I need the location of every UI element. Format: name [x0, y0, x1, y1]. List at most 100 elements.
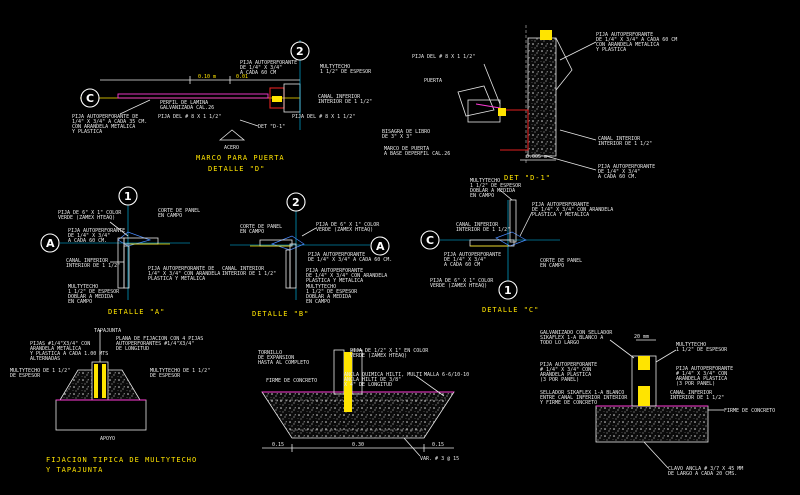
slab-concrete	[596, 406, 708, 442]
leader	[415, 375, 445, 397]
note-apoyo: APOYO	[100, 436, 115, 442]
note-tapajunta: TAPAJUNTA	[94, 328, 121, 334]
note-canal: CANAL INFERIOR INTERIOR DE 1 1/2"	[456, 222, 510, 233]
channel	[285, 249, 291, 289]
note-clavo: CLAVO ANCLA # 3/7 X 45 MM DE LARGO A CAD…	[668, 466, 746, 477]
note-marco: MARCO DE PUERTA A BASE DEPERFIL CAL.26	[384, 146, 450, 157]
det-b-title: DETALLE "B"	[252, 310, 309, 318]
channel-fill	[638, 356, 650, 370]
callout-c-label: C	[426, 234, 434, 247]
wall-flare	[555, 37, 573, 91]
note-canal: CANAL INTERIOR INTERIOR DE 1 1/2"	[222, 266, 276, 277]
note-corte: CORTE DE PANEL EN CAMPO	[158, 208, 203, 219]
dim-left: 0.15	[272, 442, 284, 448]
panel-left-outline	[59, 369, 92, 401]
note-pija-color: PIJA DE 6" X 1" COLOR VERDE (ZAMEX HTEAQ…	[430, 278, 496, 289]
note-varilla: VAR. # 3 @ 15	[420, 456, 459, 462]
fixing-detail: TAPAJUNTA PIJAS #1/4"X3/4" CON ARANDELA …	[10, 328, 213, 474]
note-pija-auto2: PIJA AUTOPERFORANTE # 1/4" X 3/4" CON AR…	[676, 366, 736, 387]
leader	[609, 339, 635, 359]
det-d1-title: DET "D-1"	[504, 174, 551, 182]
footing-concrete	[262, 392, 454, 438]
note-acero: ACERO	[224, 145, 239, 151]
dim-right: 0.15	[432, 442, 444, 448]
leader	[643, 441, 669, 469]
callout-a	[370, 236, 390, 256]
note-canal: CANAL INTERIOR INTERIOR DE 1 1/2"	[598, 136, 652, 147]
note-canal: CANAL INFERIOR INTERIOR DE 1 1/2"	[66, 258, 120, 269]
leader	[109, 221, 129, 237]
note-multy: MULTYTECHO 1 1/2" DE ESPESOR DOBLAR A ME…	[68, 284, 122, 305]
note-canal: CANAL INFERIOR INTERIOR DE 1 1/2"	[670, 390, 724, 401]
note-perfil: PERFIL DE LAMINA GALVANIZADA CAL.26	[160, 100, 214, 111]
callout-2-label: 2	[296, 45, 304, 58]
callout-1	[498, 280, 518, 300]
note-multy: MULTYTECHO 1 1/2" DE ESPESOR DOBLAR A ME…	[470, 178, 524, 199]
leader	[499, 189, 513, 201]
insulation-right	[108, 370, 140, 400]
note-canal: CANAL INFERIOR INTERIOR DE 1 1/2"	[318, 94, 372, 105]
callout-1-label: 1	[504, 284, 512, 297]
note-auto-bot: PIJA AUTOPERFORANTE DE 1/4" X 3/4" A CAD…	[598, 164, 658, 180]
leader	[301, 227, 317, 237]
callout-2-label: 2	[292, 196, 300, 209]
note-pija-left: PIJA AUTOPERFORANTE DE 1/4" X 3/4" A CAD…	[72, 114, 150, 135]
callout-1-label: 1	[124, 190, 132, 203]
hinge-fill	[498, 108, 506, 116]
note-pija-right: PIJA DEL # 8 X 1 1/2"	[292, 114, 355, 120]
hinge-box	[467, 99, 501, 123]
callout-1	[118, 186, 138, 206]
callout-a-label: A	[376, 240, 385, 253]
note-pija-auto: PIJA AUTOPERFORANTE DE 1/4" X 3/4" A CAD…	[308, 252, 392, 263]
corner-flashing	[270, 235, 305, 251]
detail-b: 2 A CORTE DE PANEL EN CAMPO PIJA DE 6" X…	[222, 192, 392, 318]
channel-fill-lower	[638, 386, 650, 406]
note-multy-right: MULTYTECHO DE 1 1/2" DE ESPESOR	[150, 368, 213, 379]
dim-top2-label: 0.01	[236, 74, 248, 80]
note-pija-arandela: PIJA AUTOPERFORANTE DE 1/4" X 3/4" CON A…	[306, 268, 390, 284]
insulation-left	[60, 370, 92, 400]
callout-2	[286, 192, 306, 212]
acero-triangle	[218, 129, 246, 141]
note-bisagra: BISAGRA DE LIBRO DE 3" X 3"	[382, 129, 433, 140]
fastener-left	[94, 364, 98, 398]
leader	[545, 155, 597, 171]
note-pija-arandela: PIJA AUTOPERFORANTE DE 1/4" X 3/4" CON A…	[148, 266, 223, 282]
callout-a	[40, 233, 60, 253]
detail-a: 1 A PIJA DE 6" X 1" COLOR VERDE (ZAMEX H…	[40, 186, 223, 316]
frame-fill	[272, 96, 282, 102]
leader	[119, 99, 151, 115]
fij-title-2: Y TAPAJUNTA	[46, 466, 103, 474]
dim-top-label: 0.10 m	[198, 74, 216, 80]
wall-panel	[289, 243, 297, 289]
note-pija-auto: PIJA AUTOPERFORANTE DE 1/4" X 3/4" CON A…	[532, 202, 616, 218]
note-corte: CORTE DE PANEL EN CAMPO	[240, 224, 285, 235]
detail-d1: PIJA DEL # 8 X 1 1/2" PUERTA BISAGRA DE …	[382, 25, 680, 182]
roof-panel	[469, 239, 515, 247]
door-leaf	[457, 85, 495, 117]
support-beam	[55, 399, 147, 431]
det-c-title: DETALLE "C"	[482, 306, 539, 314]
callout-c	[420, 230, 440, 250]
column-left	[333, 349, 345, 395]
leader	[519, 211, 533, 237]
note-multytecho: MULTYTECHO 1 1/2" DE ESPESOR	[320, 64, 372, 75]
note-tornillo: TORNILLO DE EXPANSION HASTA AL COMPLETO	[258, 350, 309, 366]
det-d-title-2: DETALLE "D"	[208, 165, 265, 173]
fij-title-1: FIJACION TIPICA DE MULTYTECHO	[46, 456, 197, 464]
steel-profile	[117, 93, 269, 99]
channel	[123, 245, 130, 289]
panel-right-outline	[108, 369, 141, 401]
fastener-right	[102, 364, 106, 398]
leader	[403, 437, 421, 457]
note-pijas: PIJAS #1/4"X3/4" CON ARANDELA METALICA Y…	[30, 341, 111, 362]
note-auto-top: PIJA AUTOPERFORANTE DE 1/4" X 3/4" A CAD…	[596, 32, 680, 53]
leader	[239, 119, 259, 127]
concrete-wall	[528, 38, 556, 156]
leader	[559, 129, 597, 141]
door-frame	[500, 109, 529, 151]
note-pija-del: PIJA DEL # 8 X 1 1/2"	[158, 114, 221, 120]
note-galvanizado: GALVANIZADO CON SELLADOR SIKAFLEX 1-A BL…	[540, 330, 615, 346]
note-pija-top: PIJA DE 1/2" X 1" EN COLOR VERDE (ZAMEX …	[350, 348, 431, 359]
